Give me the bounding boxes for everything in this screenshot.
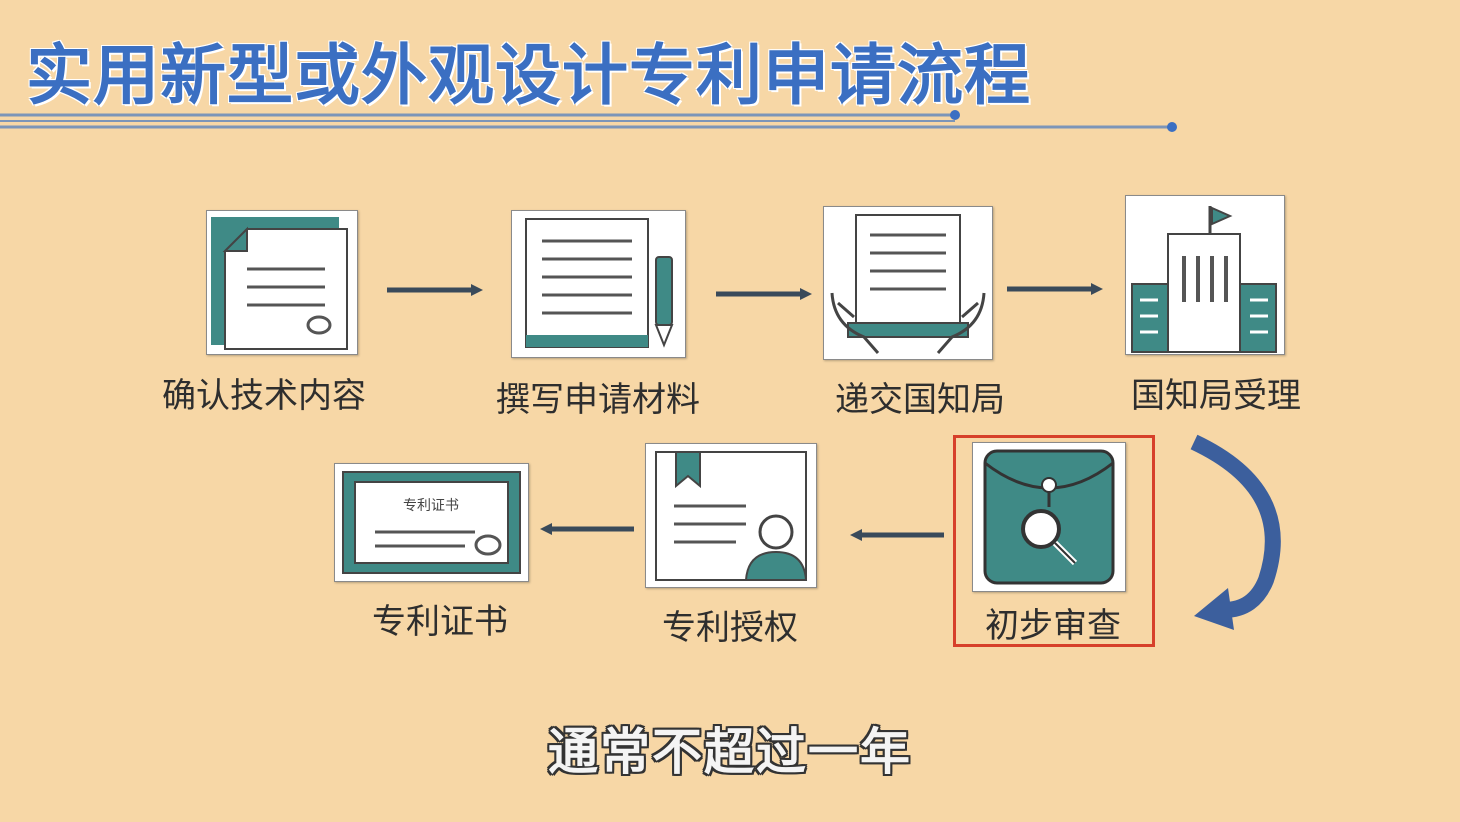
- step-label: 专利证书: [372, 602, 508, 642]
- flow-arrow: [850, 529, 944, 541]
- patent-certificate-icon: 专利证书: [334, 463, 529, 582]
- page-title: 实用新型或外观设计专利申请流程: [26, 37, 1031, 114]
- title-underline: [0, 110, 1177, 132]
- flow-arrow: [1007, 283, 1103, 295]
- flow-arrow: [387, 284, 483, 296]
- step-label: 确认技术内容: [162, 376, 366, 416]
- step-label: 专利授权: [662, 608, 798, 648]
- highlight-frame: [953, 435, 1155, 647]
- hands-document-icon: [823, 206, 993, 360]
- step-label: 初步审查: [985, 606, 1121, 646]
- subtitle-caption: 通常不超过一年: [548, 723, 912, 781]
- step-label: 撰写申请材料: [496, 380, 700, 420]
- curved-arrow: [1190, 434, 1281, 630]
- document-icon: [206, 210, 358, 355]
- magnifier-envelope-icon: [972, 442, 1126, 592]
- flow-arrow: [716, 288, 812, 300]
- step-label: 国知局受理: [1131, 376, 1301, 416]
- step-label: 递交国知局: [835, 380, 1005, 420]
- flow-arrow: [540, 523, 634, 535]
- office-building-icon: [1125, 195, 1285, 355]
- certificate-person-icon: [645, 443, 817, 588]
- writing-pen-icon: [511, 210, 686, 358]
- certificate-title: 专利证书: [403, 498, 459, 514]
